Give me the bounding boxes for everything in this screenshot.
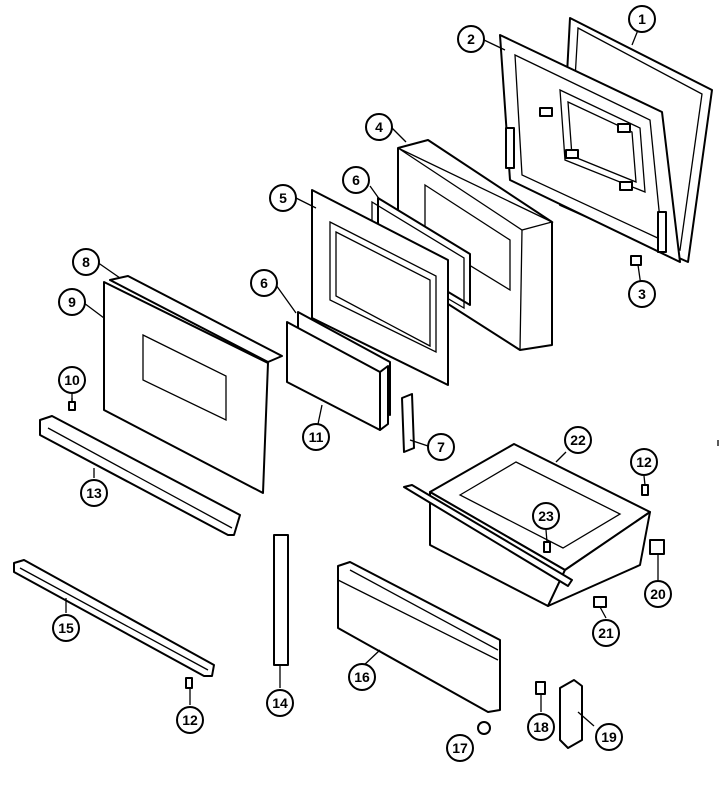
part-15-kick-strip: [13, 559, 215, 677]
callout-c14: 14: [266, 689, 294, 717]
part-18-clip: [535, 681, 546, 695]
callout-label: 16: [354, 669, 370, 685]
callout-label: 15: [58, 620, 74, 636]
callout-c5: 5: [269, 184, 297, 212]
part-21-nut: [593, 596, 607, 608]
part-19-side-trim: [559, 679, 583, 749]
part-7-bracket: [401, 393, 415, 453]
callout-c12a: 12: [630, 448, 658, 476]
callout-c7: 7: [427, 433, 455, 461]
callout-circle: [365, 113, 393, 141]
callout-label: 4: [375, 119, 383, 135]
callout-c21: 21: [592, 619, 620, 647]
callout-c3: 3: [628, 280, 656, 308]
callout-circle: [628, 5, 656, 33]
callout-c22: 22: [564, 426, 592, 454]
callout-c9: 9: [58, 288, 86, 316]
callout-c11: 11: [302, 423, 330, 451]
callout-circle: [348, 663, 376, 691]
callout-circle: [630, 448, 658, 476]
callout-label: 6: [352, 172, 360, 188]
callout-circle: [58, 366, 86, 394]
callout-circle: [532, 502, 560, 530]
callout-label: 2: [467, 31, 475, 47]
part-12-screw-lower: [185, 677, 193, 689]
callout-c17: 17: [446, 734, 474, 762]
part-9-outer-door-panel: [103, 281, 269, 494]
callout-c6a: 6: [342, 166, 370, 194]
callout-label: 12: [636, 454, 652, 470]
callout-c12b: 12: [176, 706, 204, 734]
part-14-vertical-strip: [273, 534, 289, 666]
callout-c2: 2: [457, 25, 485, 53]
callout-c20: 20: [644, 580, 672, 608]
callout-circle: [457, 25, 485, 53]
callout-circle: [342, 166, 370, 194]
callout-circle: [52, 614, 80, 642]
callout-circle: [269, 184, 297, 212]
callout-label: 23: [538, 508, 554, 524]
callout-circle: [527, 713, 555, 741]
part-8-door-trim: [109, 275, 283, 363]
callout-circle: [302, 423, 330, 451]
callout-label: 21: [598, 625, 614, 641]
callout-circle: [58, 288, 86, 316]
part-2-inner-door-panel: [499, 34, 681, 263]
callout-c18: 18: [527, 713, 555, 741]
callout-c15: 15: [52, 614, 80, 642]
callout-label: 10: [64, 372, 80, 388]
callout-label: 20: [650, 586, 666, 602]
callout-label: 11: [309, 429, 324, 445]
callout-circle: [592, 619, 620, 647]
callout-c13: 13: [80, 479, 108, 507]
callout-c4: 4: [365, 113, 393, 141]
part-17-screw: [477, 721, 491, 735]
callout-c19: 19: [595, 723, 623, 751]
callout-c23: 23: [532, 502, 560, 530]
callout-label: 5: [279, 190, 287, 206]
callout-label: 14: [272, 695, 288, 711]
callout-label: 9: [68, 294, 76, 310]
part-23-drawer-screw: [543, 541, 551, 553]
callout-circle: [250, 269, 278, 297]
callout-c8: 8: [72, 248, 100, 276]
callout-label: 1: [638, 11, 646, 27]
part-22-drawer-pan: [403, 443, 651, 607]
part-13-lower-trim: [39, 415, 241, 536]
callout-circle: [427, 433, 455, 461]
callout-circle: [80, 479, 108, 507]
callout-circle: [72, 248, 100, 276]
callout-label: 22: [570, 432, 586, 448]
callout-c6b: 6: [250, 269, 278, 297]
callout-c1: 1: [628, 5, 656, 33]
callout-label: 19: [601, 729, 617, 745]
callout-label: 12: [182, 712, 198, 728]
callout-circle: [266, 689, 294, 717]
part-12-screw-upper: [641, 484, 649, 496]
callout-label: 18: [533, 719, 549, 735]
part-5-door-frame: [311, 189, 449, 386]
part-16-drawer-front: [337, 561, 501, 713]
callout-label: 17: [452, 740, 468, 756]
callout-circle: [564, 426, 592, 454]
callout-label: 8: [82, 254, 90, 270]
part-3-clip: [630, 255, 642, 266]
callout-circle: [176, 706, 204, 734]
callout-circle: [628, 280, 656, 308]
callout-label: 6: [260, 275, 268, 291]
callout-circle: [644, 580, 672, 608]
callout-label: 7: [437, 439, 445, 455]
part-20-roller: [649, 539, 665, 555]
callout-label: 13: [86, 485, 102, 501]
callout-label: 3: [638, 286, 646, 302]
callout-c10: 10: [58, 366, 86, 394]
callout-c16: 16: [348, 663, 376, 691]
part-11-glass-pack: [286, 321, 389, 431]
callout-circle: [595, 723, 623, 751]
callout-circle: [446, 734, 474, 762]
